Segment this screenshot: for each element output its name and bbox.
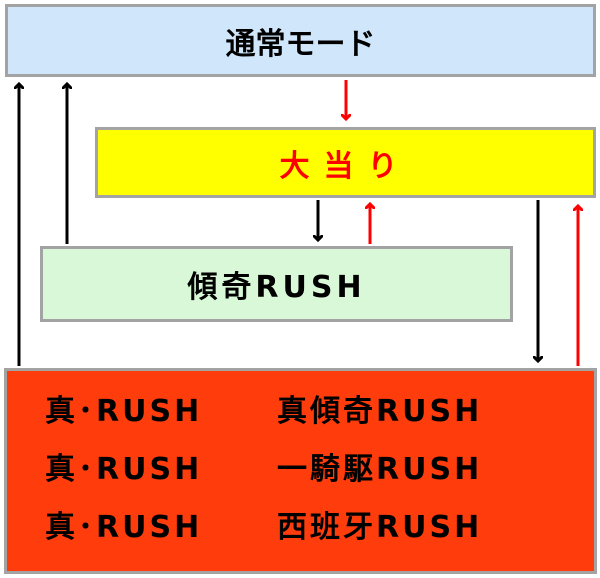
normal-mode-label: 通常モード xyxy=(225,26,376,62)
spain-rush-label: 西班牙RUSH xyxy=(277,510,483,545)
shin-rush-label: 真･RUSH xyxy=(45,394,203,429)
keiki-rush-label: 傾奇RUSH xyxy=(187,270,366,305)
shin-rush-label: 真･RUSH xyxy=(45,510,203,545)
ikkigake-rush-label: 一騎駆RUSH xyxy=(277,452,483,487)
shin-rush-row: 真･RUSH 西班牙RUSH xyxy=(7,499,594,557)
shin-rush-box: 真･RUSH 真傾奇RUSH 真･RUSH 一騎駆RUSH 真･RUSH 西班牙RUS… xyxy=(4,368,597,574)
normal-mode-box: 通常モード xyxy=(5,4,596,77)
keiki-rush-box: 傾奇RUSH xyxy=(40,246,513,322)
big-hit-box: 大当り xyxy=(95,127,596,198)
shin-rush-row: 真･RUSH 真傾奇RUSH xyxy=(7,383,594,441)
shin-rush-row: 真･RUSH 一騎駆RUSH xyxy=(7,441,594,499)
shin-keiki-rush-label: 真傾奇RUSH xyxy=(277,394,483,429)
big-hit-label: 大当り xyxy=(279,148,412,184)
shin-rush-label: 真･RUSH xyxy=(45,452,203,487)
